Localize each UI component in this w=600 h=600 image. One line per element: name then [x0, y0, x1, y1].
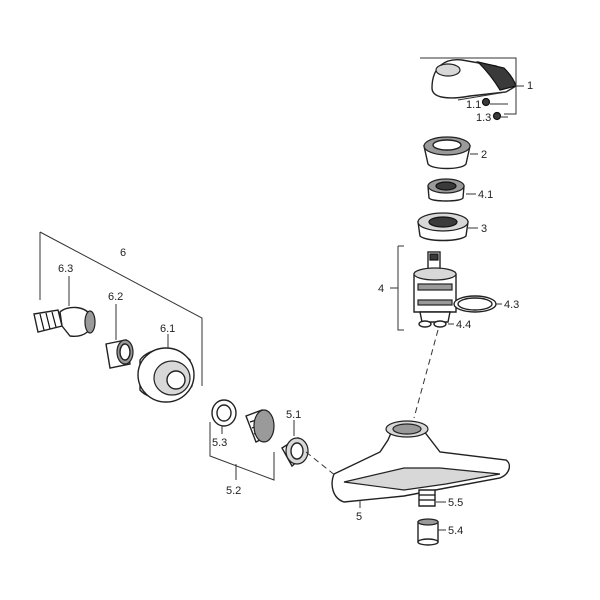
- leader-lines: [39, 57, 524, 531]
- label-5-1: 5.1: [286, 409, 301, 421]
- screw-1-1: [481, 97, 491, 107]
- centerline-vertical: [413, 329, 439, 419]
- cartridge: [413, 251, 457, 323]
- centerline-horizontal: [305, 451, 337, 477]
- label-3: 3: [481, 223, 487, 235]
- label-6-1: 6.1: [160, 323, 175, 335]
- label-4: 4: [378, 283, 384, 295]
- label-1: 1: [527, 80, 533, 92]
- label-5-5: 5.5: [448, 497, 463, 509]
- label-4-4: 4.4: [456, 319, 471, 331]
- label-5-4: 5.4: [448, 525, 463, 537]
- label-5-2: 5.2: [226, 485, 241, 497]
- label-5: 5: [356, 511, 362, 523]
- eccentric-connector-6-3: [33, 306, 96, 337]
- screw-1-3: [492, 111, 502, 121]
- rosette-6-1: [137, 347, 195, 403]
- small-seals-4-4: [418, 320, 447, 328]
- mixer-body-5: [331, 420, 511, 503]
- fitting-5-5: [418, 489, 436, 507]
- label-1-3: 1.3: [476, 112, 491, 124]
- label-4-3: 4.3: [504, 299, 519, 311]
- flange-sleeve-6-2: [105, 339, 134, 369]
- cap-nut-3: [417, 212, 469, 242]
- label-1-1: 1.1: [466, 99, 481, 111]
- label-6-2: 6.2: [108, 291, 123, 303]
- label-6-3: 6.3: [58, 263, 73, 275]
- washer-5-3: [211, 399, 237, 427]
- label-5-3: 5.3: [212, 437, 227, 449]
- lever-handle: [431, 59, 517, 101]
- aerator-5-4: [417, 518, 439, 546]
- nut-5-1: [281, 437, 309, 468]
- label-6: 6: [120, 247, 126, 259]
- o-ring-4-3: [453, 295, 497, 313]
- nut-4-1: [427, 178, 465, 202]
- label-2: 2: [481, 149, 487, 161]
- cover-ring: [423, 136, 471, 170]
- label-4-1: 4.1: [478, 189, 493, 201]
- adapter-5-2: [245, 409, 275, 443]
